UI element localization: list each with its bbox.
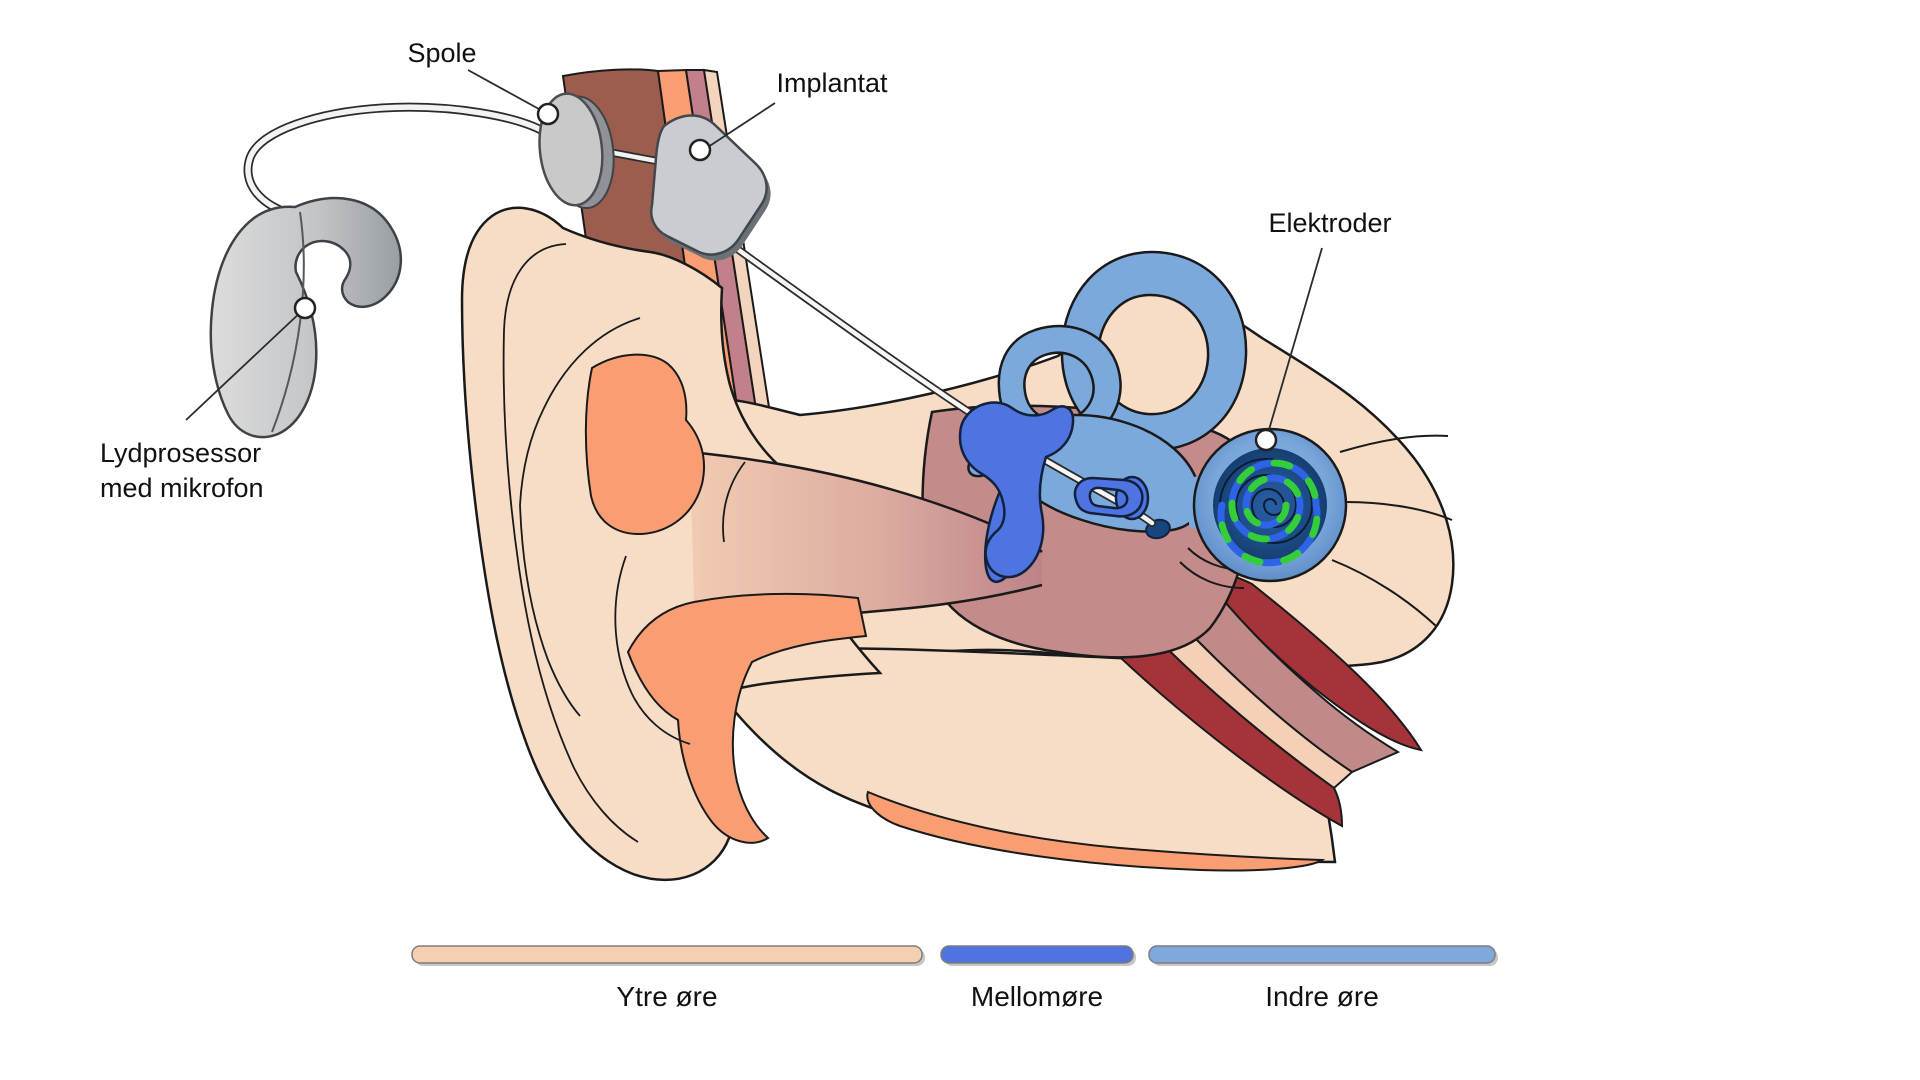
- elektroder-marker: [1254, 428, 1278, 452]
- legend-label-outer-ear: Ytre øre: [616, 981, 717, 1012]
- lydprosessor-label-line1: Lydprosessor: [100, 438, 261, 468]
- leader-markers: [293, 102, 1278, 452]
- cartilage-patch-upper: [584, 353, 706, 536]
- pinna-cartilage: [584, 353, 868, 844]
- middle-ear: [958, 401, 1150, 584]
- elektroder-leader-line: [1265, 247, 1323, 441]
- cochlea: [1192, 427, 1348, 583]
- ossicles: [958, 401, 1075, 579]
- cartilage-strip-bottom: [866, 790, 1326, 872]
- nerve-line-3: [1331, 559, 1437, 627]
- antihelix-lower-line: [519, 504, 581, 717]
- nerve-line-2: [1345, 501, 1453, 521]
- concha-line: [614, 555, 691, 745]
- legend-bar-middle-ear: [940, 945, 1134, 964]
- implantat-leader-line: [701, 102, 776, 152]
- lydprosessor-leader-line: [185, 309, 304, 421]
- lydprosessor-marker: [293, 296, 317, 320]
- implant-body: [650, 114, 768, 256]
- electrode-array-blue-dashes: [1217, 459, 1321, 567]
- cable-core: [245, 104, 551, 219]
- antihelix-upper-line: [519, 317, 641, 506]
- processor-seam-line: [271, 211, 305, 433]
- pinna-contour-lines: [502, 243, 746, 843]
- transmitter-coil: [538, 92, 615, 210]
- spole-marker: [536, 102, 560, 126]
- lydprosessor-label-line2: med mikrofon: [100, 473, 264, 503]
- ear-canal-fill: [690, 452, 1042, 638]
- legend-bar-outer-ear: [411, 945, 923, 964]
- electrode-array-green-dashes: [1217, 459, 1321, 567]
- spole-label: Spole: [407, 38, 476, 68]
- shading-arc-2: [1179, 561, 1245, 589]
- elektroder-label: Elektroder: [1268, 208, 1391, 238]
- spole-leader-line: [467, 69, 549, 115]
- electrode-array: [1217, 459, 1321, 567]
- implant-device: [650, 114, 771, 261]
- legend-bar-inner-ear: [1148, 945, 1496, 964]
- implantat-marker: [688, 138, 712, 162]
- implantat-label: Implantat: [776, 68, 888, 98]
- tragus-line: [722, 461, 746, 543]
- legend: Ytre øre Mellomøre Indre øre: [411, 945, 1498, 1012]
- stapes: [1073, 476, 1144, 518]
- leader-lines: [185, 69, 1323, 441]
- cartilage-patch-lower: [626, 592, 868, 844]
- nerve-line-1: [1339, 434, 1449, 453]
- legend-label-middle-ear: Mellomøre: [971, 981, 1103, 1012]
- helix-inner-line: [502, 243, 639, 843]
- legend-label-inner-ear: Indre øre: [1265, 981, 1379, 1012]
